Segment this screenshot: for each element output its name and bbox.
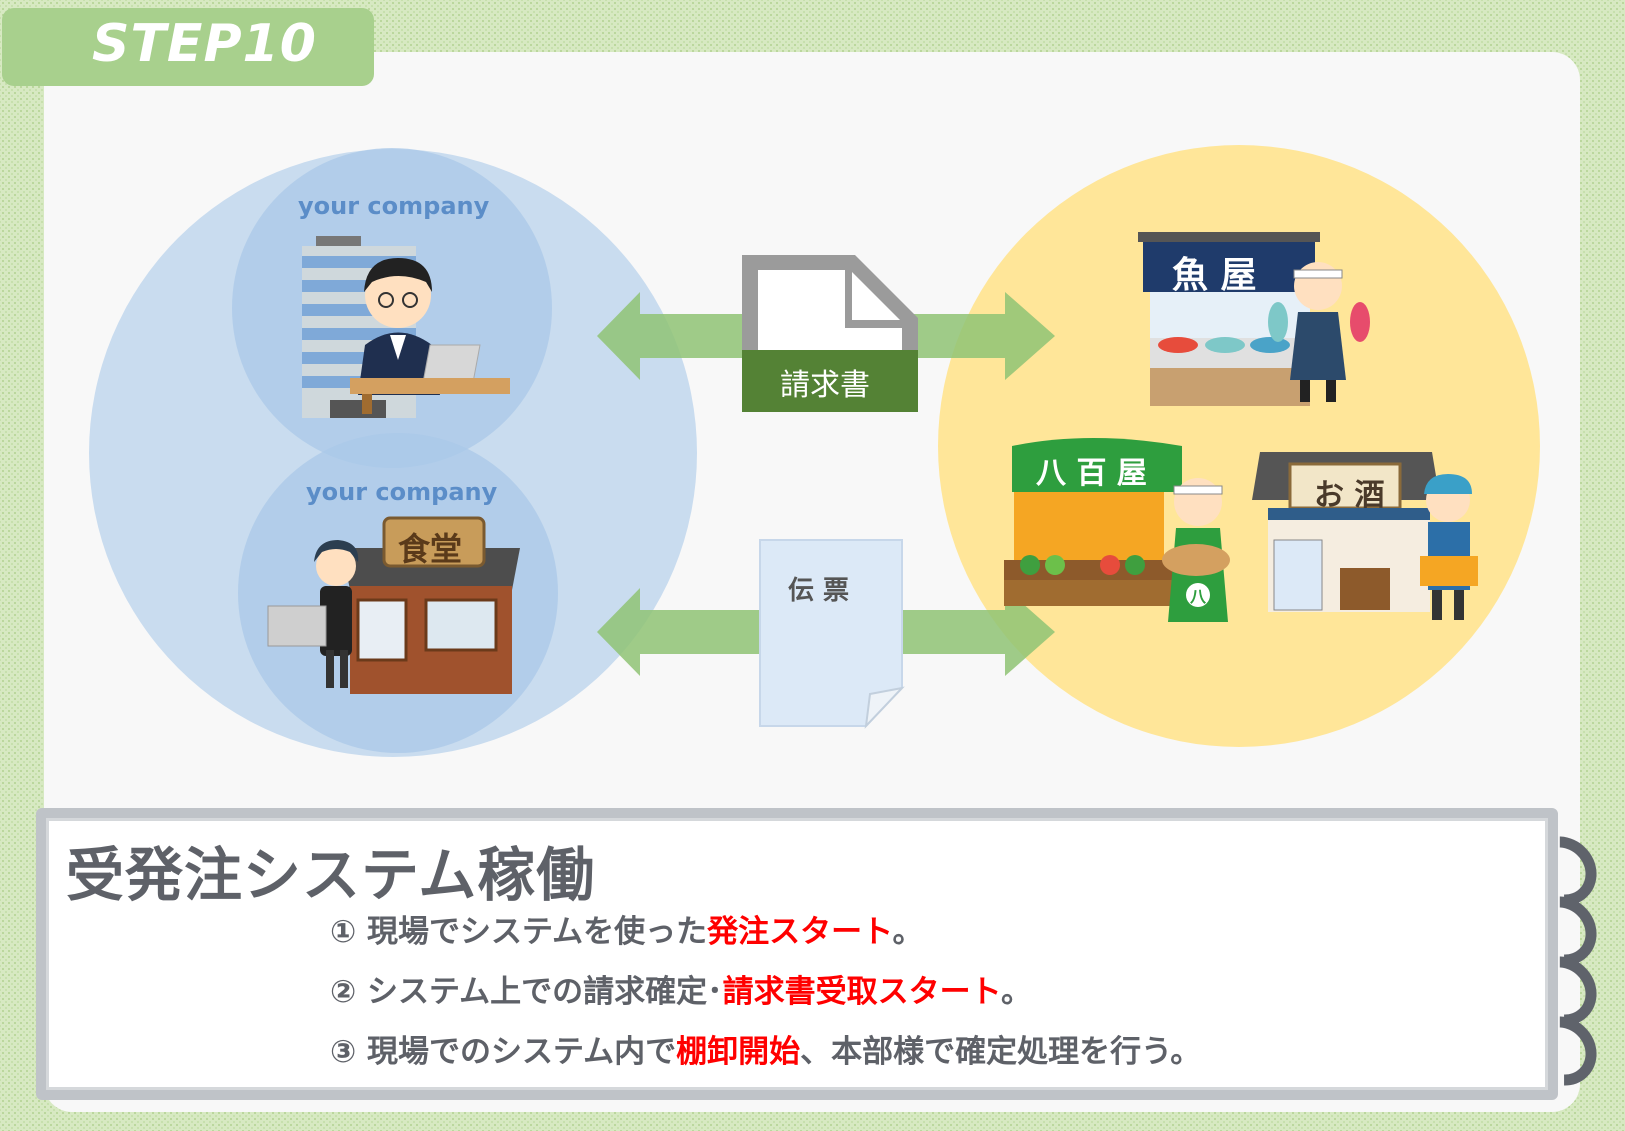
line3-prefix: ③ 現場でのシステム内で xyxy=(330,1034,677,1070)
slip-document-icon xyxy=(759,539,905,729)
caption-box xyxy=(36,808,1558,1100)
greengrocer-apron-mark: 八 xyxy=(1190,587,1207,606)
invoice-document-icon xyxy=(742,255,918,412)
line2-suffix: 。 xyxy=(1001,974,1032,1010)
restaurant-building-icon xyxy=(342,516,520,694)
fish-shop-sign: 魚 屋 xyxy=(1172,255,1257,296)
caption-title: 受発注システム稼働 xyxy=(66,841,596,909)
line1-prefix: ① 現場でシステムを使った xyxy=(330,914,708,950)
invoice-label: 請求書 xyxy=(780,368,870,403)
fishmonger-icon xyxy=(1268,262,1370,402)
step-tab xyxy=(2,8,374,86)
vegetable-shop-icon xyxy=(1004,438,1184,606)
caption-line-2: ② システム上での請求確定･請求書受取スタート。 xyxy=(330,966,1032,1011)
line3-highlight: 棚卸開始 xyxy=(676,1034,801,1070)
slip-label: 伝 票 xyxy=(788,576,850,606)
line2-prefix: ② システム上での請求確定･ xyxy=(330,974,723,1010)
sake-shop-sign: お 酒 xyxy=(1314,478,1385,513)
laptop-icon xyxy=(350,344,510,414)
step-label: STEP10 xyxy=(92,14,317,74)
line1-highlight: 発注スタート xyxy=(707,914,893,950)
sake-seller-icon xyxy=(1420,474,1478,620)
fish-shop-icon xyxy=(1138,232,1320,406)
caption-line-1: ① 現場でシステムを使った発注スタート。 xyxy=(330,906,924,951)
sake-shop-icon xyxy=(1252,452,1440,612)
restaurant-sign-text: 食堂 xyxy=(398,530,463,568)
line1-suffix: 。 xyxy=(892,914,924,950)
restaurant-company-label: your company xyxy=(306,478,498,506)
vegetable-shop-sign: 八 百 屋 xyxy=(1036,456,1147,491)
line3-suffix: 、本部様で確定処理を行う。 xyxy=(800,1034,1202,1070)
greengrocer-icon xyxy=(1162,478,1230,622)
caption-line-3: ③ 現場でのシステム内で棚卸開始、本部様で確定処理を行う。 xyxy=(330,1026,1201,1071)
line2-highlight: 請求書受取スタート xyxy=(722,974,1001,1010)
restaurant-staff-icon xyxy=(267,540,359,688)
office-company-label: your company xyxy=(298,192,490,220)
